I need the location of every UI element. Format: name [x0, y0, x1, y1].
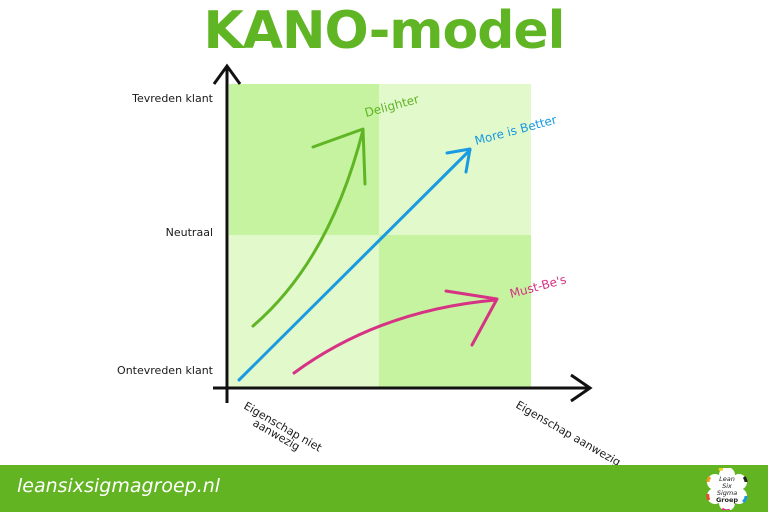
x-axis-arrowhead-icon: [570, 373, 593, 403]
y-axis-arrowhead-icon: [212, 63, 242, 85]
more-is-better-line: [237, 148, 472, 382]
logo-line-groep: Groep: [715, 496, 739, 504]
must-be-curve: [292, 298, 498, 375]
website-link[interactable]: leansixsigmagroep.nl: [17, 475, 221, 497]
more-is-better-arrowhead-icon: [445, 147, 472, 174]
quadrant-bottom-right: [379, 235, 531, 387]
lean-six-sigma-logo[interactable]: Lean Six Sigma Groep: [706, 467, 748, 513]
y-label-neutral: Neutraal: [165, 226, 213, 239]
logo-line-six: Six: [722, 482, 732, 490]
logo-line-sigma: Sigma: [716, 489, 738, 497]
kano-diagram: Delighter More is Better Must-Be's Eigen…: [212, 63, 623, 465]
x-label-present: Eigenschap aanwezig: [514, 398, 623, 465]
logo-line-lean: Lean: [719, 475, 735, 483]
must-be-arrowhead-icon: [444, 289, 499, 347]
delighter-curve: [251, 128, 365, 328]
logo-text: Lean Six Sigma Groep: [706, 476, 748, 504]
quadrant-top-right: [379, 84, 531, 235]
quadrant-top-left: [229, 84, 379, 235]
footer-bar: leansixsigmagroep.nl Lean Six Sigma Groe…: [0, 465, 768, 513]
y-label-dissatisfied: Ontevreden klant: [117, 364, 213, 377]
quadrant-bottom-left: [229, 235, 379, 387]
delighter-arrowhead-icon: [311, 127, 367, 186]
page-title: KANO-model: [203, 1, 565, 61]
y-label-satisfied: Tevreden klant: [132, 92, 213, 105]
